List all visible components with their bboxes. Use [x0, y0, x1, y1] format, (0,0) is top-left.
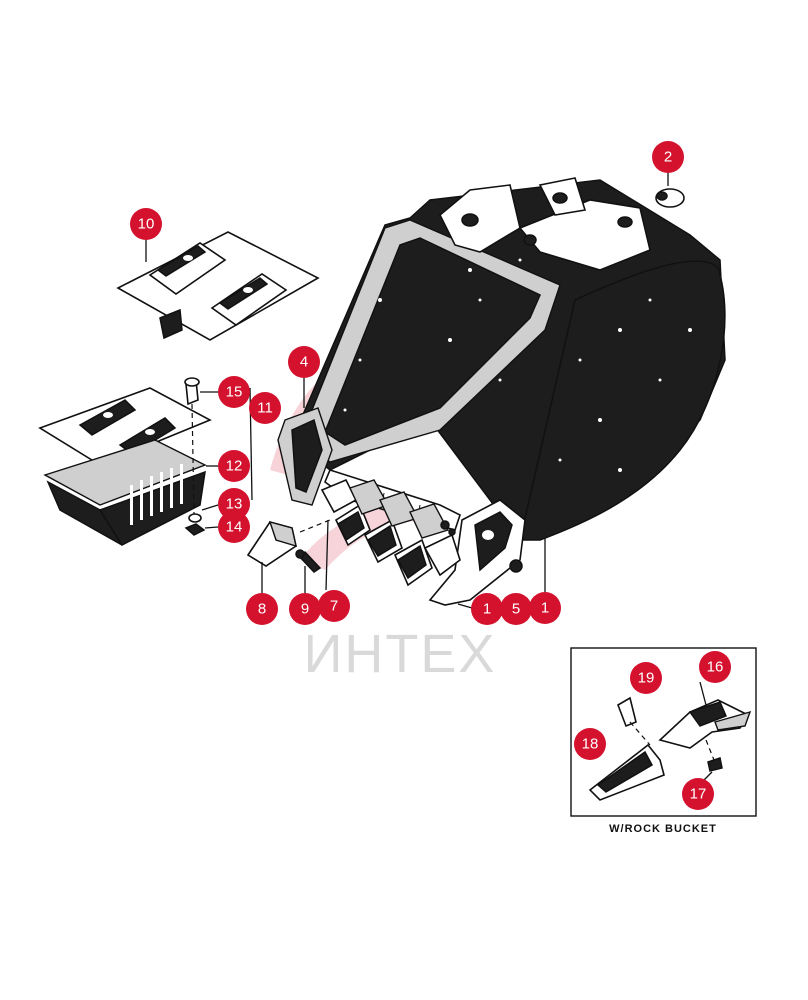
callout-15-label: 15	[226, 384, 243, 401]
callout-11-label: 11	[257, 400, 273, 417]
callout-18[interactable]: 18	[574, 728, 606, 760]
tooth-pin	[295, 549, 322, 573]
callout-1-right[interactable]: 1	[529, 592, 561, 624]
callout-10-label: 10	[138, 216, 155, 233]
callout-19-label: 19	[638, 670, 655, 687]
callout-14-label: 14	[226, 519, 243, 536]
callout-9-label: 9	[301, 601, 309, 618]
callout-7-label: 7	[330, 598, 338, 615]
callout-16[interactable]: 16	[699, 651, 731, 683]
washer-nut	[184, 513, 206, 536]
callout-4[interactable]: 4	[288, 346, 320, 378]
leader-lines	[145, 172, 669, 609]
callout-12[interactable]: 12	[218, 450, 250, 482]
callout-14[interactable]: 14	[218, 511, 250, 543]
callout-5[interactable]: 5	[500, 593, 532, 625]
teeth-row	[320, 478, 461, 587]
wear-plate-assembly	[116, 231, 320, 341]
bushing	[655, 188, 685, 208]
watermark-text: ИНТЕХ	[304, 624, 497, 684]
loose-tooth	[246, 520, 297, 567]
inset-caption: W/ROCK BUCKET	[609, 823, 717, 835]
callout-13-label: 13	[226, 496, 243, 513]
callout-12-label: 12	[226, 458, 243, 475]
callout-13[interactable]: 13	[218, 488, 250, 520]
callout-10[interactable]: 10	[130, 208, 162, 240]
callout-9[interactable]: 9	[289, 593, 321, 625]
callout-2[interactable]: 2	[652, 141, 684, 173]
callout-17-label: 17	[690, 786, 707, 803]
callout-7[interactable]: 7	[318, 590, 350, 622]
callout-5-label: 5	[512, 601, 520, 618]
callout-8-label: 8	[258, 601, 266, 618]
bucket-body	[277, 177, 726, 606]
callout-1-left-label: 1	[483, 601, 491, 618]
callout-8[interactable]: 8	[246, 593, 278, 625]
callout-11[interactable]: 11	[249, 392, 281, 424]
callout-4-label: 4	[300, 354, 308, 371]
callout-18-label: 18	[582, 736, 599, 753]
callout-1-left[interactable]: 1	[471, 593, 503, 625]
nut-part-5	[509, 559, 523, 573]
callout-17[interactable]: 17	[682, 778, 714, 810]
callout-19[interactable]: 19	[630, 662, 662, 694]
callout-15[interactable]: 15	[218, 376, 250, 408]
bolt	[184, 377, 200, 406]
callout-16-label: 16	[707, 659, 724, 676]
callout-2-label: 2	[664, 149, 672, 166]
edge-bolts	[440, 520, 456, 536]
side-plate-assembly	[38, 387, 212, 546]
callout-1-right-label: 1	[541, 600, 549, 617]
